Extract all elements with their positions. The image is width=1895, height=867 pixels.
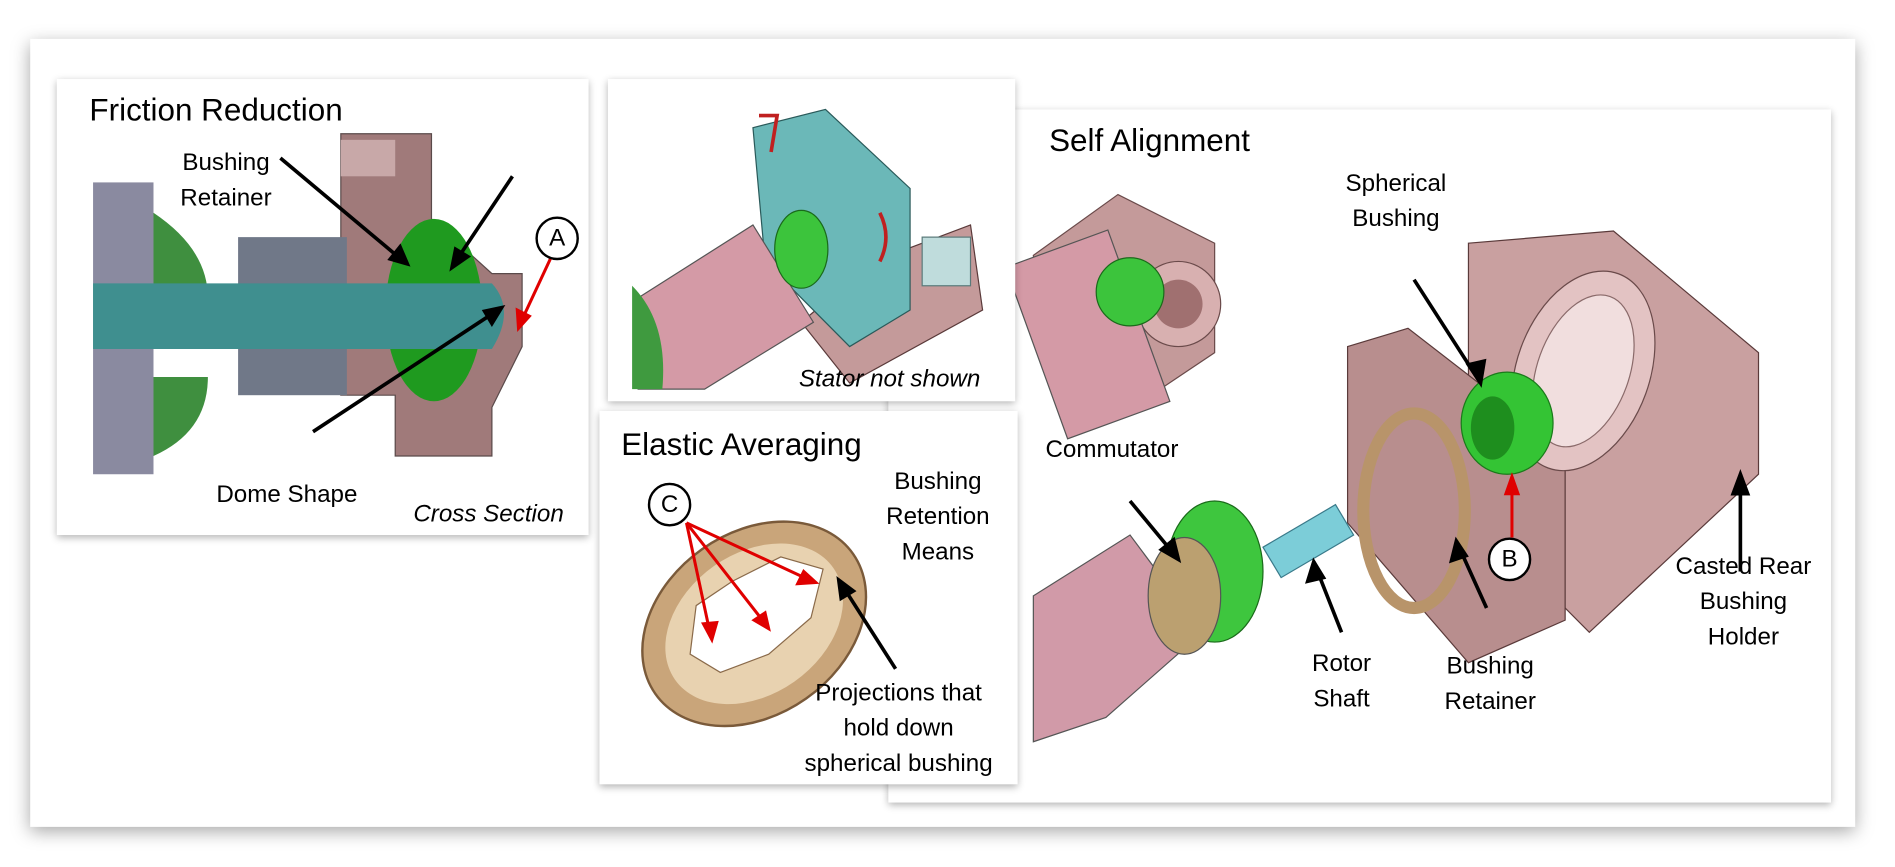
red-arrow-b xyxy=(1503,472,1521,538)
stator-not-shown-panel: Stator not shown xyxy=(607,79,1016,402)
bushing-retainer-illustration xyxy=(641,520,898,728)
motor-assembly-illustration xyxy=(632,108,984,390)
shaft-section xyxy=(93,283,504,349)
bushing-retainer-part xyxy=(1357,407,1471,615)
marker-a: A xyxy=(535,216,579,261)
label-line: Casted Rear xyxy=(1675,553,1812,581)
label-line: Retention xyxy=(886,503,990,531)
friction-reduction-title: Friction Reduction xyxy=(89,91,343,128)
cross-section-illustration xyxy=(93,133,558,475)
rotor-with-commutator xyxy=(1032,500,1264,743)
label-line: Bushing xyxy=(1446,652,1534,680)
callout-arrows xyxy=(1128,278,1751,633)
dome-shape-label: Dome Shape xyxy=(216,481,358,509)
label-line: Means xyxy=(901,538,975,566)
label-line: Retainer xyxy=(1444,688,1536,716)
stator-not-shown-caption: Stator not shown xyxy=(798,366,981,393)
label-line: Bushing xyxy=(1352,205,1440,233)
assembled-motor-thumbnail xyxy=(1004,193,1222,440)
self-alignment-illustration xyxy=(1004,193,1760,743)
label-line: Projections that xyxy=(815,679,982,707)
marker-b: B xyxy=(1487,537,1532,582)
label-line: Shaft xyxy=(1313,685,1370,713)
projections-label: Projections that hold down spherical bushi… xyxy=(793,676,1005,782)
label-line: hold down xyxy=(843,715,954,742)
marker-c: C xyxy=(647,482,692,527)
elastic-averaging-title: Elastic Averaging xyxy=(621,425,862,463)
label-line: Retainer xyxy=(180,184,272,212)
label-line: Holder xyxy=(1707,623,1780,651)
rotor-shaft xyxy=(1262,503,1355,579)
label-line: Rotor xyxy=(1311,650,1372,678)
cross-section-caption: Cross Section xyxy=(413,500,564,528)
label-line: Bushing xyxy=(894,468,982,495)
commutator-label: Commutator xyxy=(1045,436,1179,464)
self-alignment-title: Self Alignment xyxy=(1049,121,1250,159)
label-line: Bushing xyxy=(182,149,270,177)
label-line: spherical bushing xyxy=(804,750,993,778)
label-line: Spherical xyxy=(1345,170,1447,197)
spherical-bushing xyxy=(1460,371,1554,475)
label-line: Bushing xyxy=(1699,588,1788,616)
